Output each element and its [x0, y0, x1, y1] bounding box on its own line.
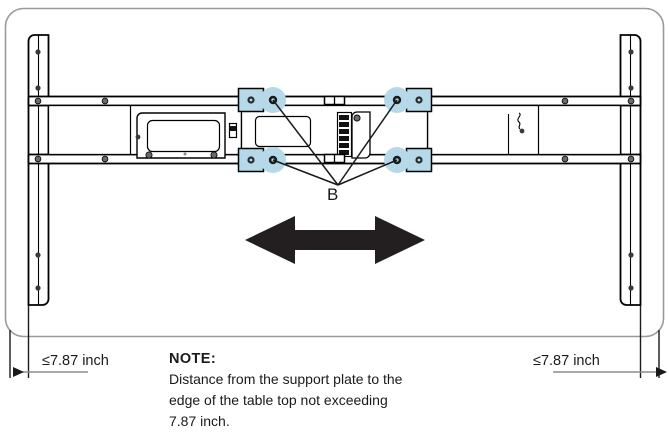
control-box [135, 112, 238, 159]
support-plate-bracket-top-right [405, 87, 433, 113]
dimension-extension-lines [9, 305, 660, 378]
callout-label-b: B [327, 185, 339, 204]
support-plate-bracket-bottom-left [237, 147, 265, 173]
right-leg-mounting-plate [619, 34, 642, 306]
note-line-2: edge of the table top not exceeding [169, 392, 388, 408]
left-leg-mounting-plate [27, 34, 50, 306]
cable-management-tray [336, 111, 371, 159]
right-inner-beam [426, 104, 622, 156]
rail-clip-bottom [323, 153, 346, 164]
callout-leader-lines-b [272, 99, 398, 186]
note-block: NOTE: Distance from the support plate to… [169, 349, 469, 432]
rail-clip-top [323, 95, 346, 106]
note-line-1: Distance from the support plate to the [169, 371, 403, 387]
dimension-label-left: ≤7.87 inch [42, 353, 109, 369]
dimension-label-right: ≤7.87 inch [533, 353, 600, 369]
note-title: NOTE: [169, 351, 217, 367]
table-top-outline [4, 7, 665, 338]
center-slide-beam [240, 104, 429, 156]
width-adjustment-double-arrow [245, 216, 425, 264]
support-plate-bracket-bottom-right [405, 147, 433, 173]
note-line-3: 7.87 inch. [169, 413, 230, 429]
support-plate-bracket-top-left [237, 87, 265, 113]
